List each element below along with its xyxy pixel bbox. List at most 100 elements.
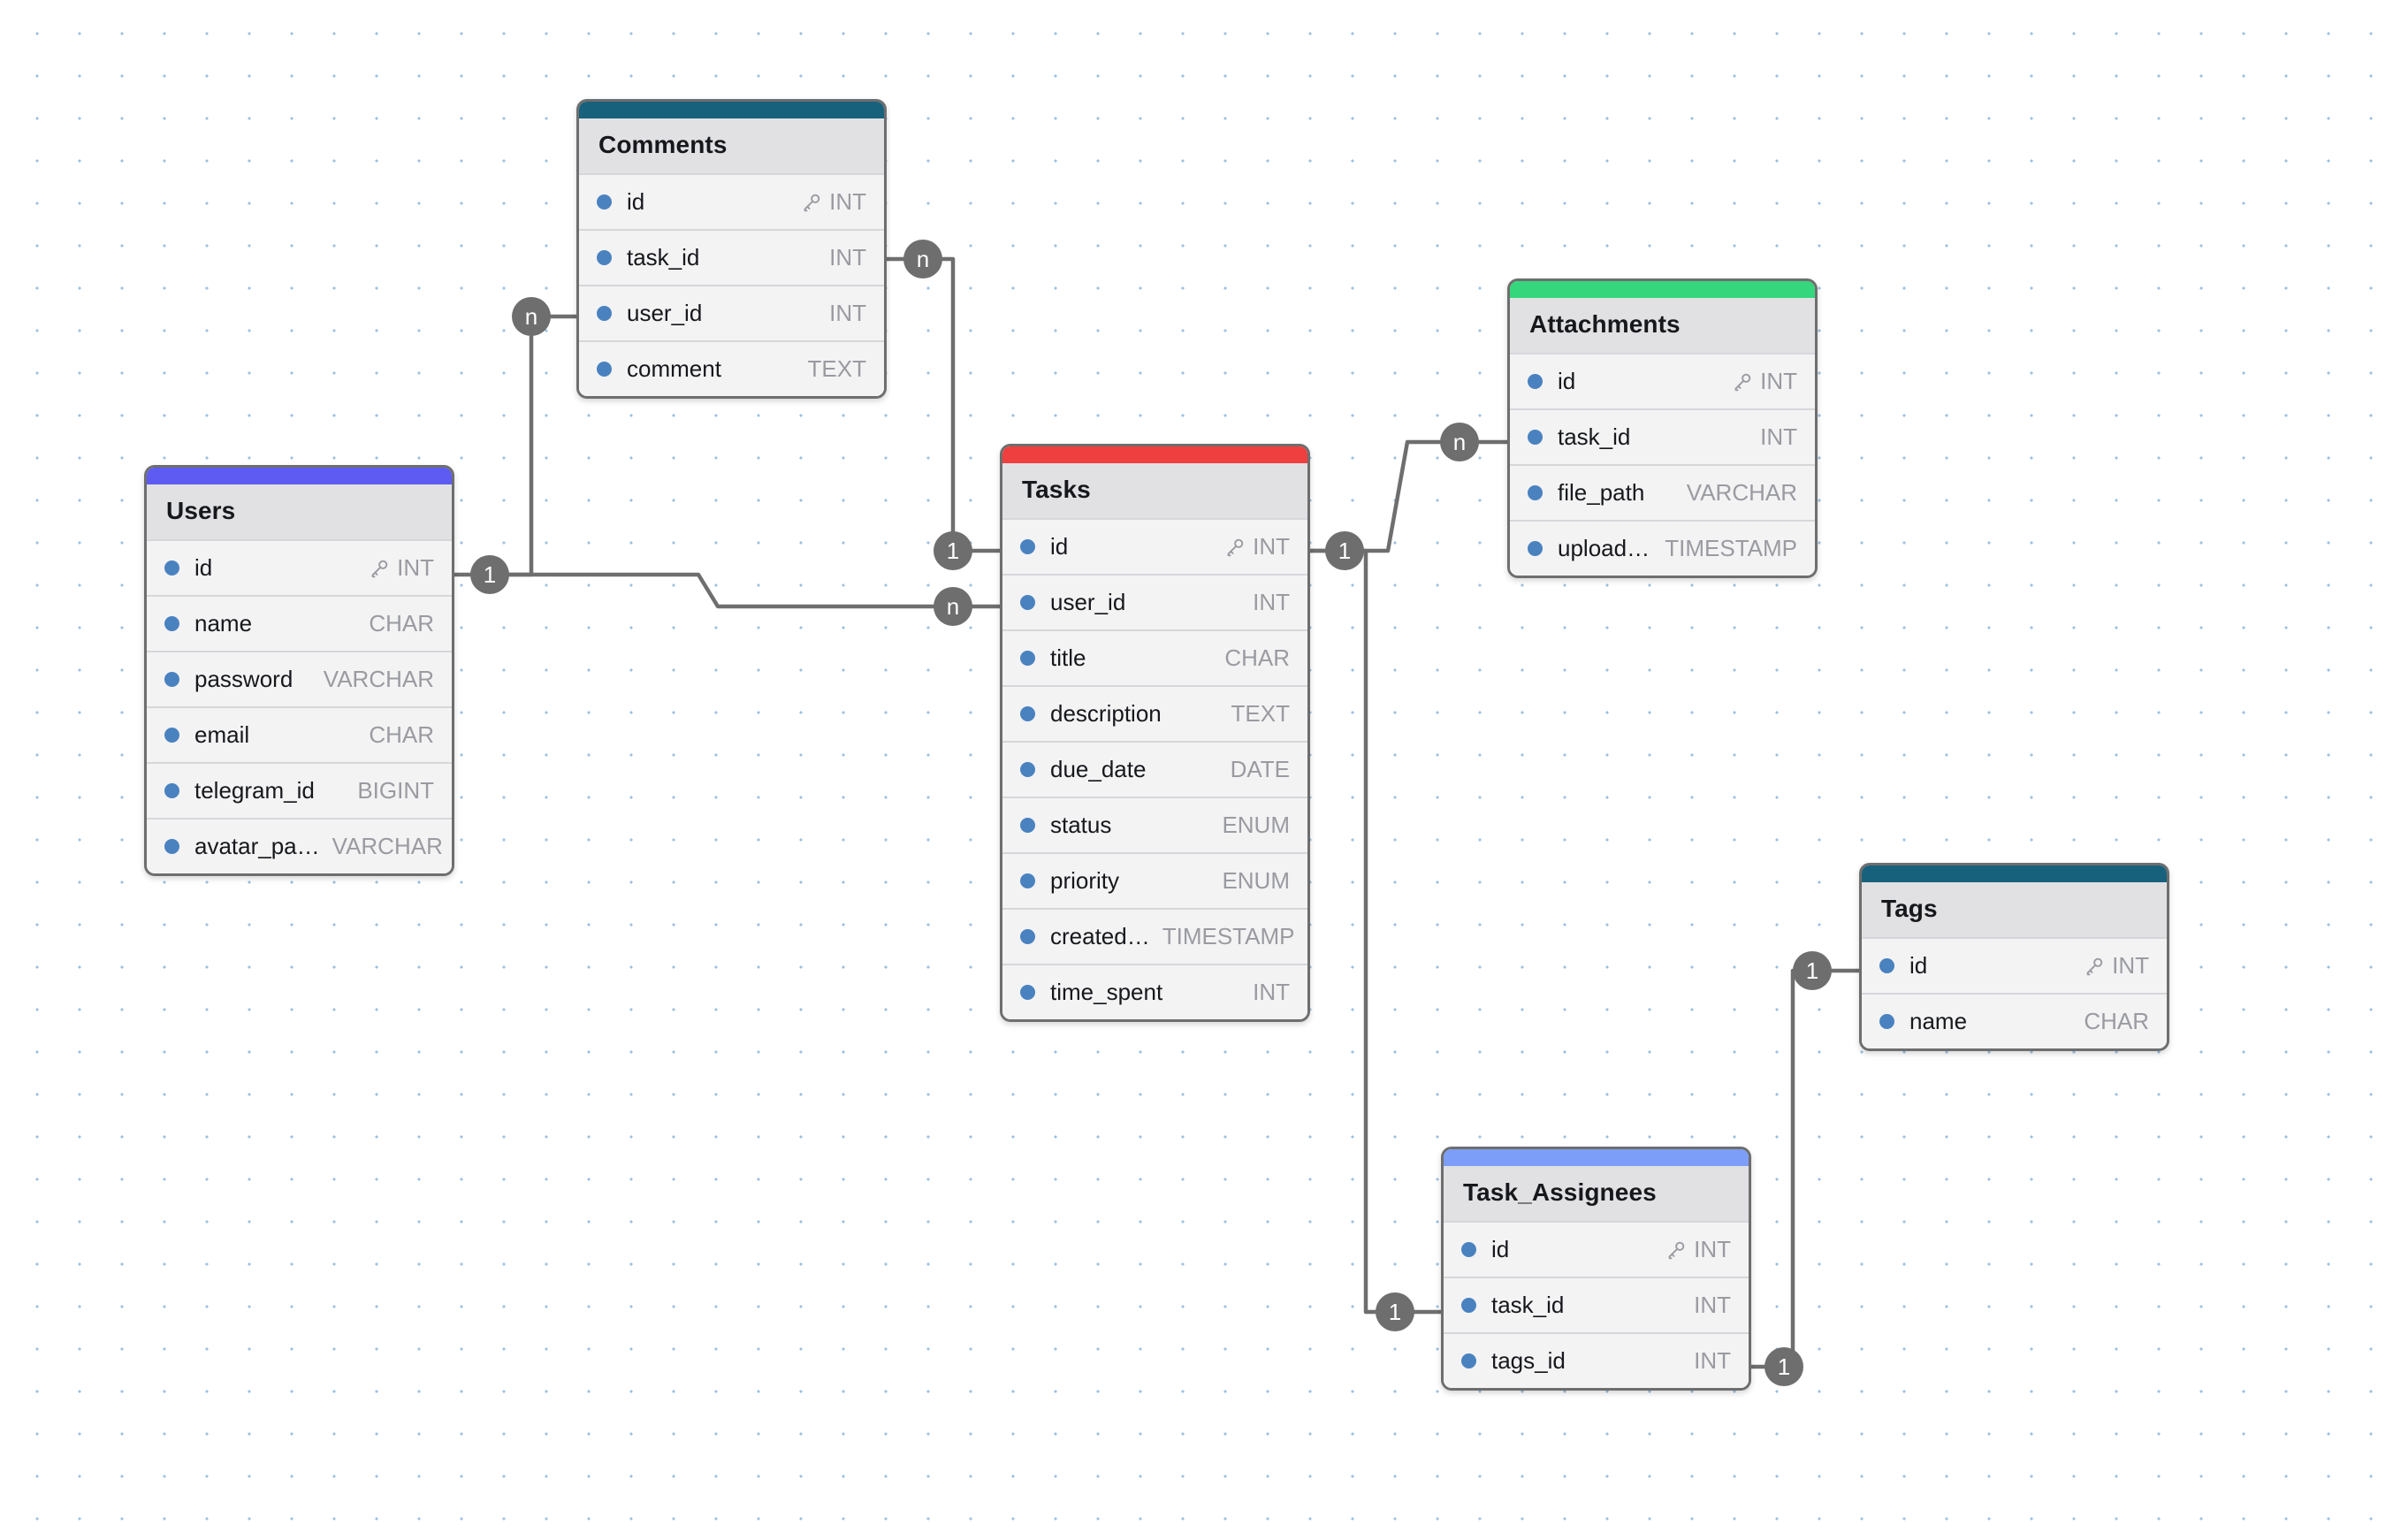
- field-type-group: INT: [1224, 533, 1290, 560]
- table-title-tags[interactable]: Tags: [1862, 882, 2167, 937]
- key-icon: [2084, 956, 2105, 977]
- field-type-group: INT: [801, 188, 866, 216]
- table-title-task_assignees[interactable]: Task_Assignees: [1444, 1166, 1749, 1221]
- field-row[interactable]: avatar_pa…VARCHAR: [147, 818, 452, 873]
- field-type-label: INT: [1694, 1236, 1731, 1262]
- field-bullet-icon: [597, 306, 612, 321]
- field-type-label: DATE: [1230, 756, 1290, 782]
- field-type-group: DATE: [1231, 756, 1290, 783]
- field-type-group: INT: [1732, 368, 1797, 395]
- field-type-label: INT: [1760, 423, 1797, 450]
- table-title-comments[interactable]: Comments: [579, 118, 884, 173]
- accent-bar-task_assignees: [1444, 1149, 1749, 1166]
- field-name: user_id: [627, 300, 703, 326]
- field-name: id: [194, 554, 213, 581]
- field-name: name: [194, 610, 253, 637]
- cardinality-badge-b-tasks-comments-n[interactable]: n: [903, 240, 942, 278]
- table-title-tasks[interactable]: Tasks: [1002, 463, 1307, 518]
- table-title-attachments[interactable]: Attachments: [1510, 298, 1815, 353]
- field-type-label: INT: [1694, 1292, 1731, 1318]
- field-name: status: [1050, 812, 1112, 838]
- cardinality-badge-b-tasks-comments-1[interactable]: 1: [934, 531, 972, 570]
- field-row[interactable]: status ENUM: [1002, 797, 1307, 852]
- field-bullet-icon: [1020, 873, 1035, 888]
- field-type-group: TEXT: [1231, 700, 1290, 728]
- cardinality-badge-b-attachments-task-id-n[interactable]: n: [1440, 423, 1479, 461]
- cardinality-badge-b-tags-id-1[interactable]: 1: [1793, 951, 1832, 990]
- cardinality-badge-b-tasks-id-1[interactable]: 1: [1325, 531, 1364, 570]
- relationship-line-tasks-comments[interactable]: [881, 256, 1002, 553]
- field-type-group: CHAR: [369, 610, 434, 637]
- field-type-group: ENUM: [1222, 812, 1290, 839]
- field-row[interactable]: telegram_id BIGINT: [147, 762, 452, 818]
- field-type-label: TIMESTAMP: [1665, 535, 1797, 561]
- field-row[interactable]: name CHAR: [147, 595, 452, 651]
- relationship-line-tags-task_assignees[interactable]: [1743, 968, 1862, 1369]
- cardinality-badge-b-tasks-user-id-n[interactable]: n: [934, 587, 972, 626]
- field-type-group: BIGINT: [357, 777, 434, 804]
- field-row[interactable]: created…TIMESTAMP: [1002, 908, 1307, 964]
- field-type-group: INT: [1665, 1236, 1731, 1263]
- cardinality-badge-b-users-id-1[interactable]: 1: [470, 555, 509, 594]
- cardinality-badge-b-assignees-task-id-1[interactable]: 1: [1376, 1292, 1414, 1331]
- field-type-label: ENUM: [1222, 867, 1290, 894]
- field-bullet-icon: [1020, 818, 1035, 833]
- accent-bar-attachments: [1510, 281, 1815, 298]
- field-row[interactable]: task_id INT: [1510, 408, 1815, 464]
- field-type-label: CHAR: [369, 721, 434, 748]
- field-name: task_id: [1558, 423, 1631, 450]
- field-type-label: VARCHAR: [332, 833, 443, 859]
- field-row[interactable]: upload…TIMESTAMP: [1510, 520, 1815, 576]
- field-bullet-icon: [1461, 1242, 1476, 1257]
- field-type-group: VARCHAR: [332, 833, 443, 860]
- relationship-line-users-comments[interactable]: [487, 314, 579, 577]
- relationship-line-tasks-task_assignees[interactable]: [1302, 548, 1444, 1315]
- relationship-line-users-tasks[interactable]: [446, 572, 1002, 609]
- cardinality-badge-b-assignees-tags-id-1[interactable]: 1: [1765, 1347, 1803, 1386]
- field-type-group: INT: [1760, 423, 1797, 451]
- field-name: telegram_id: [194, 777, 315, 804]
- field-bullet-icon: [1461, 1353, 1476, 1368]
- field-type-group: INT: [1694, 1292, 1731, 1319]
- field-bullet-icon: [164, 783, 179, 798]
- field-type-label: INT: [1760, 368, 1797, 394]
- field-bullet-icon: [1528, 374, 1543, 389]
- field-bullet-icon: [597, 362, 612, 377]
- table-title-users[interactable]: Users: [147, 484, 452, 539]
- accent-bar-comments: [579, 102, 884, 118]
- key-icon: [801, 192, 822, 213]
- cardinality-badge-b-users-comments-n[interactable]: n: [512, 297, 551, 336]
- accent-bar-tags: [1862, 865, 2167, 882]
- field-name: title: [1050, 644, 1086, 671]
- field-type-group: INT: [2084, 952, 2149, 980]
- field-type-label: TEXT: [807, 355, 866, 382]
